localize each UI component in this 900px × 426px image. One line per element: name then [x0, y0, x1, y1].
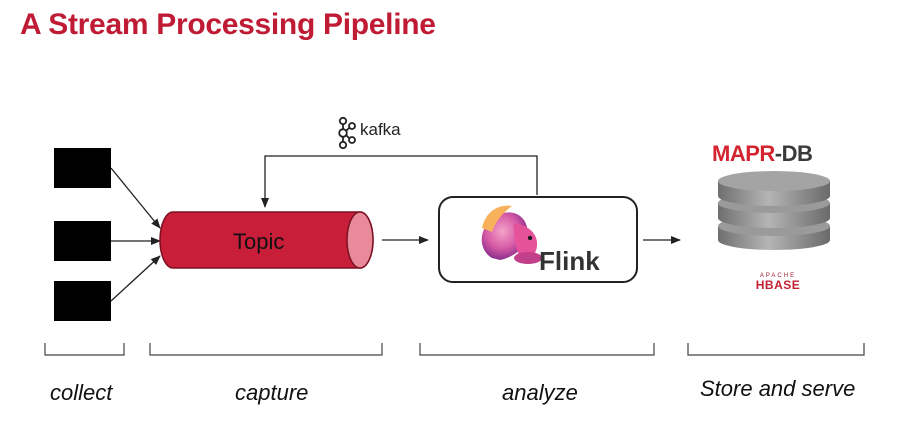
collect-bracket	[44, 343, 125, 356]
flink-box	[438, 196, 638, 283]
hbase-logo: APACHE HBASE	[747, 273, 809, 291]
kafka-icon	[338, 116, 356, 150]
mapr-text: MAPR	[712, 141, 775, 166]
source-arrow-3	[110, 255, 161, 302]
kafka-label: kafka	[360, 120, 401, 139]
stage-store: Store and serve	[700, 376, 856, 401]
hbase-text: HBASE	[755, 278, 801, 292]
source-box-3	[54, 281, 111, 321]
analyze-bracket	[419, 343, 655, 356]
db-text: -DB	[774, 141, 813, 166]
flink-logo-icon	[481, 205, 542, 264]
source-box-1	[54, 148, 111, 188]
page-title: A Stream Processing Pipeline	[20, 8, 436, 41]
stage-capture: capture	[235, 380, 309, 405]
stage-collect: collect	[50, 380, 113, 405]
source-arrow-1	[110, 167, 161, 229]
source-box-2	[54, 221, 111, 261]
mapr-db-logo: MAPR-DB	[712, 141, 813, 167]
hbase-apache-text: APACHE	[759, 273, 797, 279]
store-bracket	[687, 343, 865, 356]
topic-label: Topic	[233, 229, 285, 254]
flink-label: Flink	[539, 246, 600, 276]
feedback-arrow	[261, 155, 538, 208]
capture-bracket	[149, 343, 383, 356]
topic-cylinder	[159, 211, 374, 269]
stage-analyze: analyze	[502, 380, 578, 405]
database-icon	[718, 171, 830, 250]
